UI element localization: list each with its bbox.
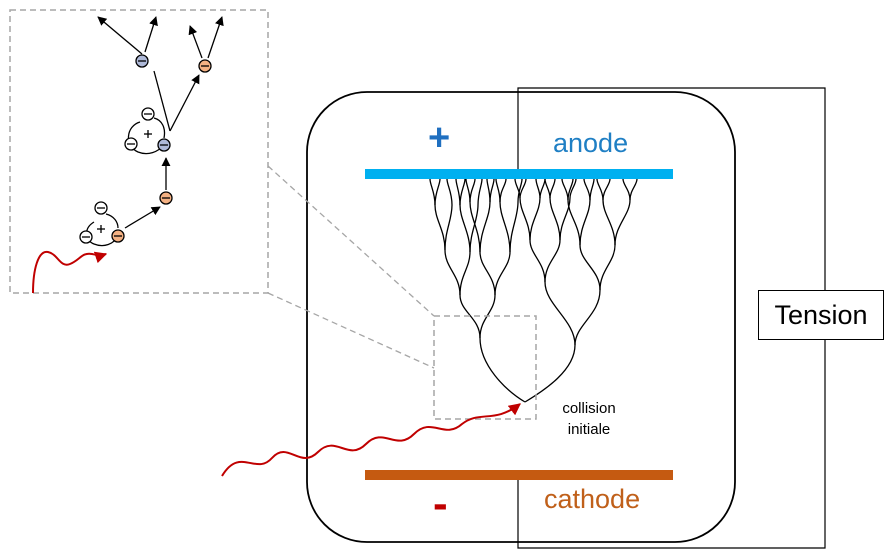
electron-orange-top (198, 59, 212, 73)
inset-panel (9, 9, 269, 294)
anode-plate (365, 169, 673, 179)
ion-atom-1 (79, 201, 125, 247)
voltage-source-box: Tension (758, 290, 884, 340)
electron-free-1 (159, 191, 173, 205)
zoom-connector-top (267, 165, 435, 317)
collision-label-line1: collision (562, 400, 616, 417)
gas-tube (306, 91, 736, 543)
anode-polarity-plus: + (428, 117, 451, 159)
cathode-polarity-minus: - (433, 479, 448, 528)
anode-label: anode (553, 128, 629, 158)
electron-blue-top (135, 54, 149, 68)
inset-photon (32, 250, 108, 294)
incoming-photon (221, 403, 521, 477)
cathode-plate (365, 470, 673, 480)
voltage-source-label: Tension (774, 299, 868, 330)
collision-label-line2: initiale (567, 421, 611, 438)
zoom-region-box (433, 315, 537, 420)
cathode-label: cathode (544, 484, 641, 514)
inset-arrows (97, 16, 224, 229)
ion-atom-2 (124, 107, 171, 155)
collision-label: collision initiale (541, 398, 637, 440)
zoom-connector-bottom (267, 292, 435, 369)
